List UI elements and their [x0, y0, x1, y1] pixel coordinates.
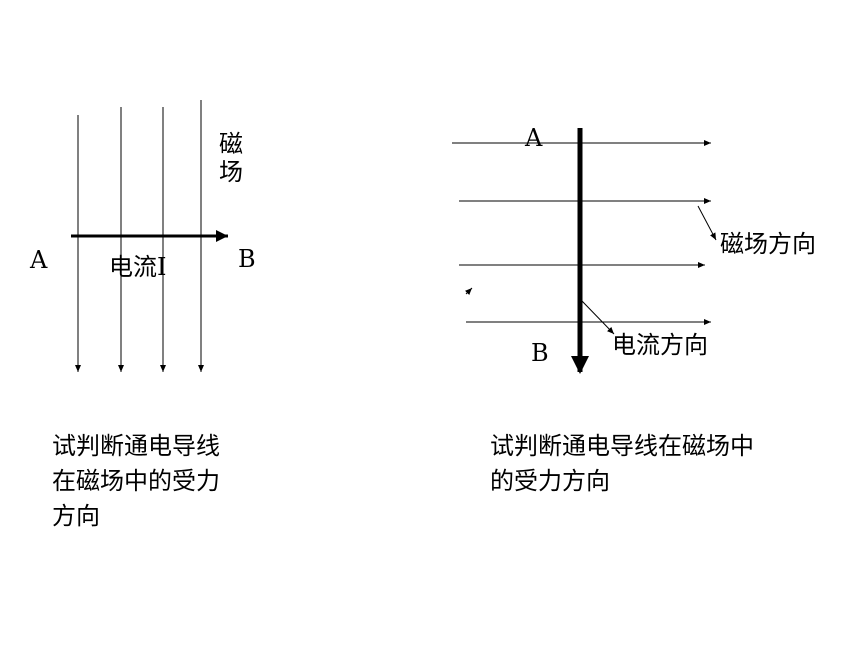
current-direction-leader	[581, 300, 615, 335]
point-b-label: B	[531, 339, 549, 367]
current-label: 电流I	[109, 253, 166, 281]
point-b-label: B	[238, 245, 256, 273]
point-a-label: A	[29, 246, 48, 274]
field-direction-label: 磁场方向	[720, 230, 816, 258]
question-line2: 在磁场中的受力	[52, 467, 220, 495]
left-diagram: 磁 场 A B 电流I 试判断通电导线 在磁场中的受力 方向	[29, 100, 256, 530]
stray-arrow-mark	[464, 287, 473, 296]
question-line2: 的受力方向	[490, 467, 610, 495]
point-a-label: A	[524, 124, 543, 152]
current-direction-label: 电流方向	[612, 331, 708, 359]
question-line1: 试判断通电导线在磁场中	[490, 432, 754, 460]
question-line3: 方向	[52, 502, 100, 530]
right-diagram: A B 磁场方向 电流方向 试判断通电导线在磁场中 的受力方向	[452, 124, 816, 495]
field-direction-leader	[697, 205, 717, 241]
field-label-char2: 场	[219, 158, 243, 186]
field-label-char1: 磁	[219, 130, 243, 158]
question-line1: 试判断通电导线	[52, 432, 220, 460]
